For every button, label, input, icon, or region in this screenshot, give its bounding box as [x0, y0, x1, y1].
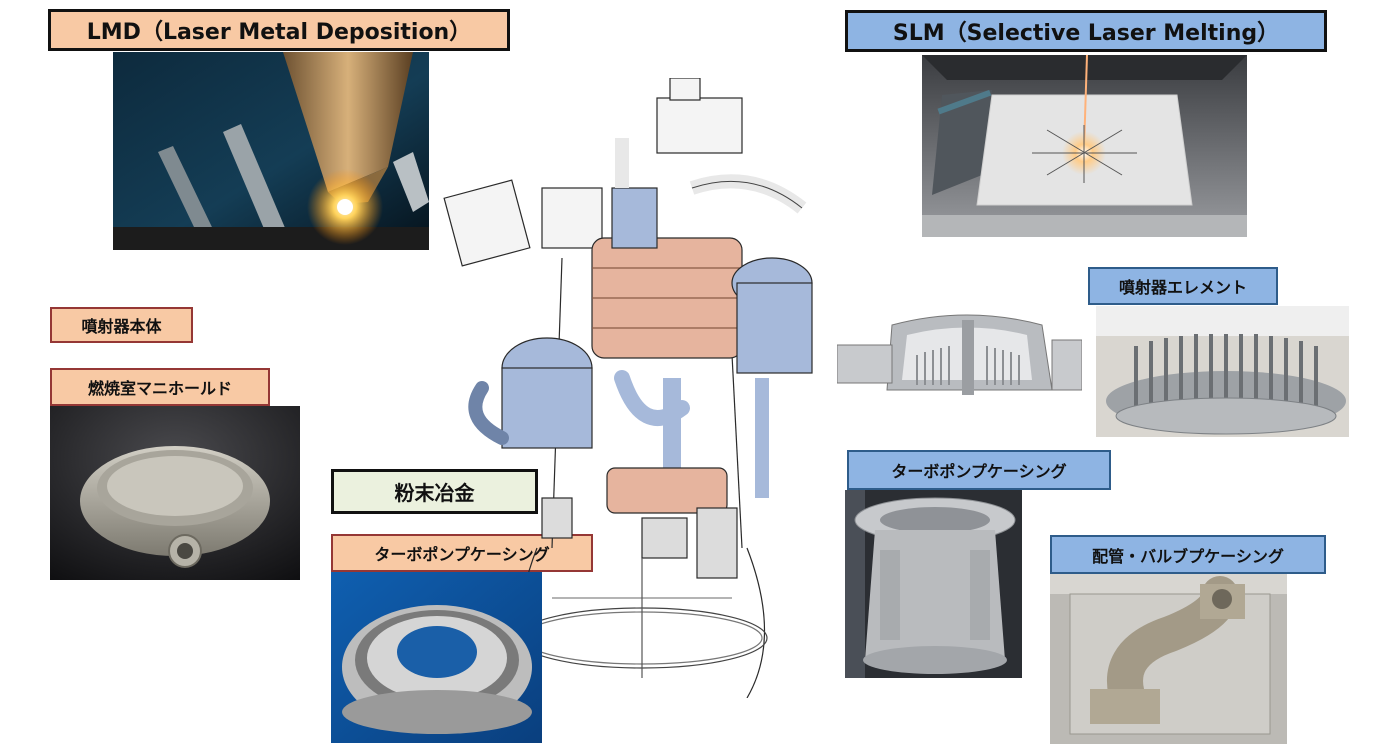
laser-deposition-nozzle-photo: [113, 52, 429, 250]
combustor-manifold-part-photo: [50, 406, 300, 580]
injector-body-label: 噴射器本体: [50, 307, 193, 343]
turbopump-casing-part-photo: [845, 490, 1022, 678]
combustor-manifold-label: 燃焼室マニホールド: [50, 368, 270, 406]
powder-bed-laser-photo: [922, 55, 1247, 237]
powder-metallurgy-label: 粉末冶金: [331, 469, 538, 514]
rocket-engine-drawing: [442, 78, 842, 698]
turbopump-casing-slm-label: ターボポンプケーシング: [847, 450, 1111, 490]
injector-cross-section-render: [837, 310, 1082, 402]
piping-valve-casing-label: 配管・バルブプケーシング: [1050, 535, 1326, 574]
injector-element-label: 噴射器エレメント: [1088, 267, 1278, 305]
injector-element-part-photo: [1096, 306, 1349, 437]
lmd-title-label: LMD（Laser Metal Deposition）: [48, 9, 510, 51]
turbopump-ring-part-photo: [331, 572, 542, 743]
slm-title-label: SLM（Selective Laser Melting）: [845, 10, 1327, 52]
turbopump-casing-pm-label: ターボポンプケーシング: [331, 534, 593, 572]
valve-casing-part-photo: [1050, 574, 1287, 744]
